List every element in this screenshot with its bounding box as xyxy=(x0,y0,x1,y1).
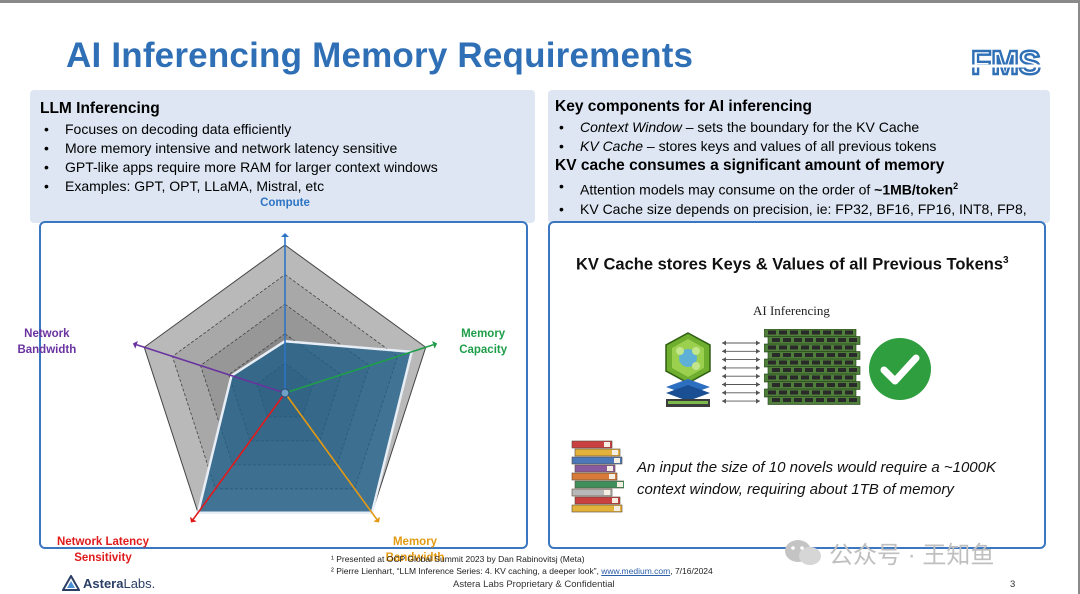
panel-subheading: KV cache consumes a significant amount o… xyxy=(555,157,945,174)
medium-link[interactable]: www.medium.com xyxy=(601,566,671,576)
page-number: 3 xyxy=(1010,579,1016,590)
wechat-icon xyxy=(785,539,821,565)
radar-axis-arrowhead xyxy=(281,233,289,237)
gpu-chip-icon xyxy=(665,332,711,407)
confidential-notice: Astera Labs Proprietary & Confidential xyxy=(453,579,615,590)
radar-axis-line xyxy=(136,344,286,394)
bullet-item: •GPT-like apps require more RAM for larg… xyxy=(44,159,438,175)
slide-title: AI Inferencing Memory Requirements xyxy=(66,36,694,75)
wechat-watermark: 公众号 · 王知鱼 xyxy=(783,535,994,570)
footnote-2: ² Pierre Lienhart, “LLM Inference Series… xyxy=(331,566,713,576)
panel-heading: LLM Inferencing xyxy=(40,100,160,117)
right-border xyxy=(1078,0,1080,594)
fms-logo: FMS xyxy=(962,43,1050,82)
bullet-item: •KV Cache – stores keys and values of al… xyxy=(559,138,937,154)
radar-axis-arrowhead xyxy=(190,516,197,523)
footnote-1: ¹ Presented at OCP Global Summit 2023 by… xyxy=(331,554,585,564)
radar-axis-line xyxy=(192,392,286,520)
books-stack-icon xyxy=(571,440,624,513)
panel-heading: Key components for AI inferencing xyxy=(555,98,812,115)
radar-axis-arrowhead xyxy=(373,516,380,523)
top-border xyxy=(0,0,1080,3)
bullet-item: •Attention models may consume on the ord… xyxy=(559,178,959,198)
bullet-item: •Context Window – sets the boundary for … xyxy=(559,119,920,135)
radar-data-area xyxy=(196,339,414,514)
radar-center-point xyxy=(280,388,290,398)
radar-axis-line xyxy=(284,392,378,520)
checkmark-icon xyxy=(869,338,931,400)
radar-axis-arrowhead xyxy=(132,340,138,349)
bullet-item: •Examples: GPT, OPT, LLaMA, Mistral, etc xyxy=(44,178,325,194)
radar-axis-line xyxy=(284,344,434,394)
bullet-item: •More memory intensive and network laten… xyxy=(44,140,398,156)
logo-text: FMS xyxy=(971,44,1041,81)
radar-axis-label: Compute xyxy=(260,197,310,209)
radar-axis-arrowhead xyxy=(432,340,438,349)
key-components-panel: Key components for AI inferencing •Conte… xyxy=(548,90,1050,236)
memory-modules-icon xyxy=(764,329,861,405)
data-transfer-arrows xyxy=(722,340,760,404)
radar-chart xyxy=(132,233,438,523)
novel-context-text: An input the size of 10 novels would req… xyxy=(637,459,996,498)
astera-triangle-icon xyxy=(62,575,80,591)
llm-inferencing-panel: LLM Inferencing •Focuses on decoding dat… xyxy=(30,90,535,223)
kv-cache-box: KV Cache stores Keys & Values of all Pre… xyxy=(548,221,1046,549)
ai-inferencing-label: AI Inferencing xyxy=(753,303,830,318)
bullet-item: •Focuses on decoding data efficiently xyxy=(44,121,292,137)
kv-title: KV Cache stores Keys & Values of all Pre… xyxy=(576,255,1009,274)
